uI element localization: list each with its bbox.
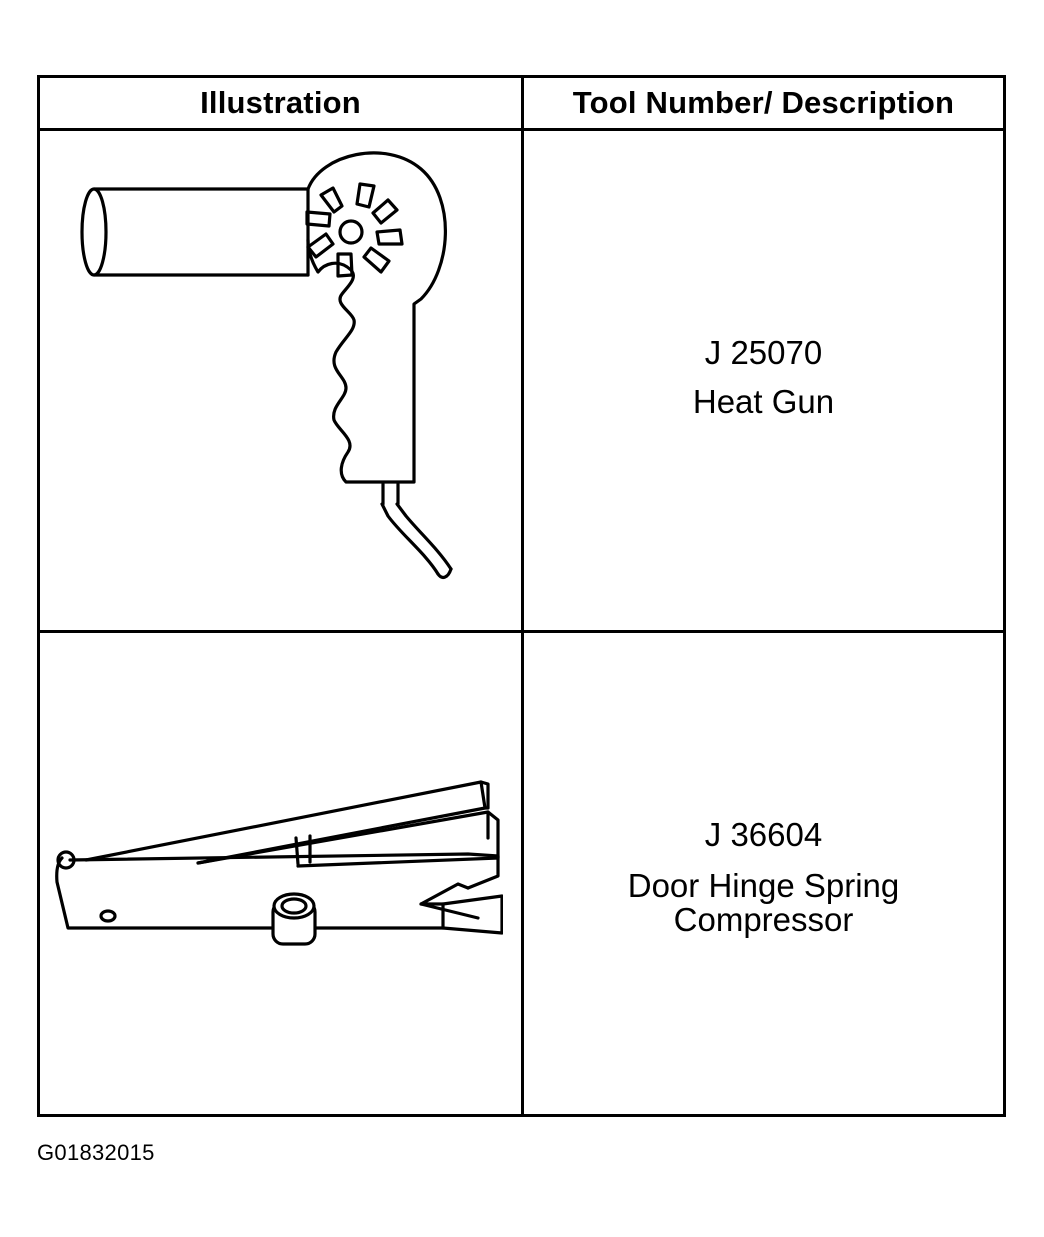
tool-number: J 25070 xyxy=(704,334,823,371)
figure-id: G01832015 xyxy=(37,1140,155,1165)
tool-table: Illustration Tool Number/ Description xyxy=(37,75,1006,1117)
tool-description: Door Hinge Spring Compressor xyxy=(627,866,900,939)
tool-number: J 36604 xyxy=(704,816,823,853)
row-door-hinge-compressor-description: J 36604 Door Hinge Spring Compressor xyxy=(524,816,1003,939)
row-divider xyxy=(40,630,1003,633)
row-heat-gun-description: J 25070 Heat Gun xyxy=(524,334,1003,420)
heat-gun-illustration xyxy=(76,144,456,599)
header-divider xyxy=(40,128,1003,131)
header-illustration: Illustration xyxy=(200,85,361,120)
column-divider xyxy=(521,78,524,1114)
header-tool-description: Tool Number/ Description xyxy=(572,85,955,120)
door-hinge-spring-compressor-illustration xyxy=(48,778,503,948)
tool-description: Heat Gun xyxy=(692,382,835,420)
